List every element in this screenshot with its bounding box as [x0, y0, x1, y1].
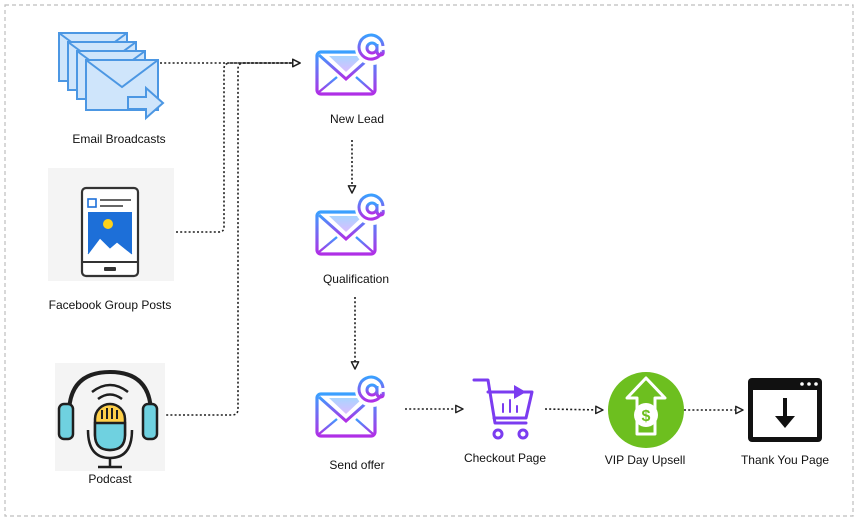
diagram-frame [4, 4, 854, 517]
facebook-group-posts-label: Facebook Group Posts [48, 298, 172, 312]
podcast-label: Podcast [88, 472, 132, 486]
connector-podcast-to-new-lead [162, 58, 301, 416]
mobile-post-icon [48, 168, 174, 281]
email-at-icon-new-lead [315, 29, 391, 96]
shopping-cart-icon [472, 378, 534, 440]
new-lead-label: New Lead [329, 112, 385, 126]
svg-text:$: $ [642, 408, 651, 425]
thank-you-page-label: Thank You Page [740, 453, 830, 467]
checkout-page-label: Checkout Page [463, 451, 547, 465]
connector-checkout-to-upsell [544, 405, 604, 415]
send-offer-label: Send offer [329, 458, 385, 472]
email-at-icon-qualification [315, 189, 391, 256]
connectors [160, 58, 744, 416]
podcast-microphone-icon [55, 363, 165, 471]
email-broadcasts-label: Email Broadcasts [72, 132, 166, 146]
vip-day-upsell-label: VIP Day Upsell [604, 453, 686, 467]
dollar-upsell-icon: $ [608, 372, 684, 448]
download-window-icon [748, 378, 822, 442]
qualification-label: Qualification [322, 272, 390, 286]
email-at-icon-send-offer [315, 371, 391, 438]
email-stack-icon [58, 32, 165, 121]
